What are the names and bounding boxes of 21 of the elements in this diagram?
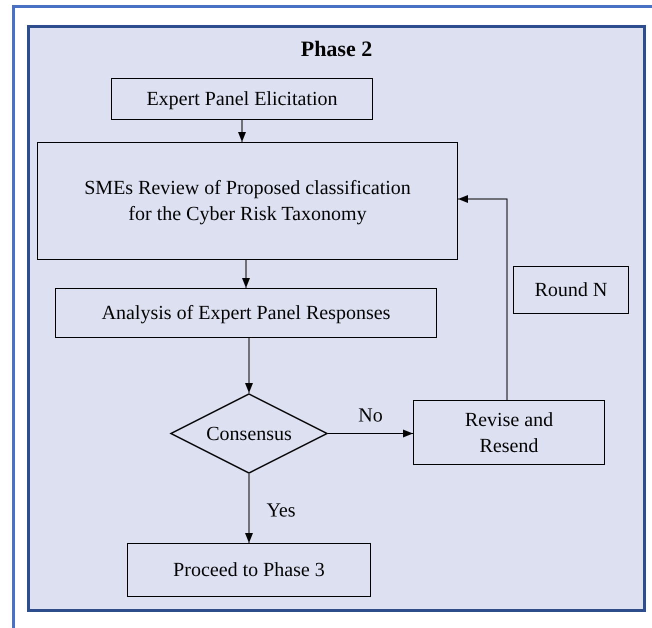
- node-label: Analysis of Expert Panel Responses: [102, 301, 390, 326]
- panel-heading: Phase 2: [300, 36, 374, 62]
- node-label: Round N: [534, 278, 608, 303]
- node-label: Proceed to Phase 3: [173, 558, 325, 583]
- decision-diamond: [170, 393, 328, 474]
- arrow: [245, 474, 253, 544]
- node-label: SMEs Review of Proposed classification for the Cyber Risk Taxonomy: [83, 176, 412, 227]
- process-box: [413, 400, 605, 465]
- arrow: [245, 338, 253, 394]
- node-label: Consensus: [206, 422, 292, 446]
- process-box: [37, 142, 458, 260]
- process-box: [55, 288, 437, 338]
- arrow: [328, 430, 414, 438]
- arrow: [458, 195, 508, 400]
- arrow: [238, 120, 246, 142]
- arrow: [242, 260, 250, 288]
- node-label: Revise and Resend: [464, 408, 554, 458]
- process-box: [111, 78, 373, 120]
- node-label: Expert Panel Elicitation: [146, 87, 338, 112]
- process-box: [127, 543, 371, 597]
- process-box: [513, 266, 629, 314]
